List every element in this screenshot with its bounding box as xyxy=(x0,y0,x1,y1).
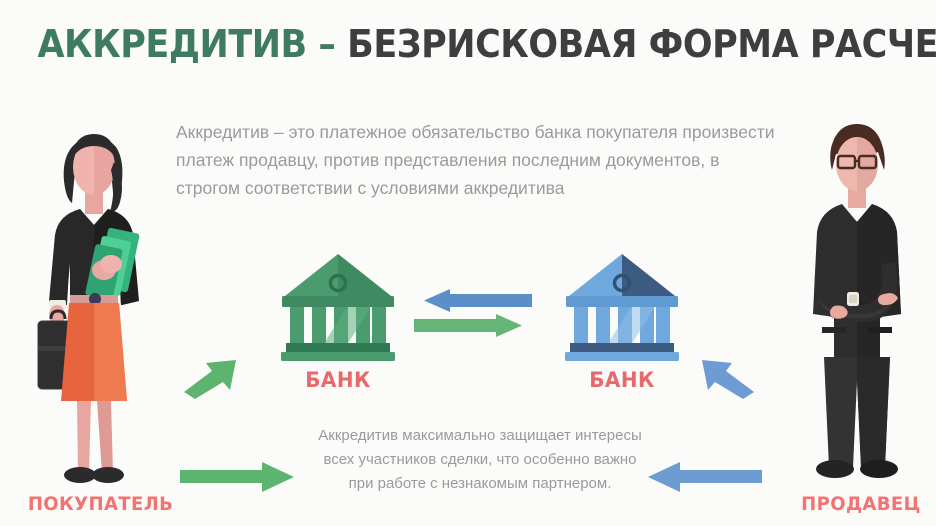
buyer-label: ПОКУПАТЕЛЬ xyxy=(27,493,174,515)
page-title: АККРЕДИТИВ – БЕЗРИСКОВАЯ ФОРМА РАСЧЕТОВ! xyxy=(37,22,936,66)
arrow-up-right-icon xyxy=(184,360,236,399)
bank-left: БАНК xyxy=(268,252,408,392)
page-title-rest: БЕЗРИСКОВАЯ ФОРМА РАСЧЕТОВ! xyxy=(347,22,936,66)
buyer-to-bank-arrow xyxy=(182,358,244,405)
bank-building-icon xyxy=(281,254,395,361)
seller-figure: ПРОДАВЕЦ xyxy=(798,112,924,515)
seller-to-bank-arrow xyxy=(646,460,762,499)
bank-left-label: БАНК xyxy=(305,368,371,392)
seller-label: ПРОДАВЕЦ xyxy=(801,493,921,515)
buyer-figure: ПОКУПАТЕЛЬ xyxy=(24,112,177,515)
bank-to-bank-arrows xyxy=(414,288,532,345)
bank-right: БАНК xyxy=(552,252,692,392)
arrow-left-icon xyxy=(648,462,762,492)
bank-right-label: БАНК xyxy=(589,368,655,392)
glasses-icon xyxy=(836,154,878,170)
businessman-icon xyxy=(813,124,901,478)
businesswoman-icon xyxy=(37,134,140,483)
page-title-highlight: АККРЕДИТИВ – xyxy=(37,22,336,66)
intro-paragraph: Аккредитив – это платежное обязательство… xyxy=(176,122,775,198)
bank-to-seller-arrow xyxy=(694,358,756,405)
arrow-right-icon xyxy=(180,462,294,492)
arrow-up-left-icon xyxy=(702,360,754,399)
arrow-right-icon xyxy=(414,314,522,337)
bank-building-icon xyxy=(565,254,679,361)
bank-to-buyer-arrow xyxy=(180,460,296,499)
arrow-left-icon xyxy=(424,289,532,312)
bottom-note: Аккредитив максимально защищает интересы… xyxy=(318,427,642,492)
